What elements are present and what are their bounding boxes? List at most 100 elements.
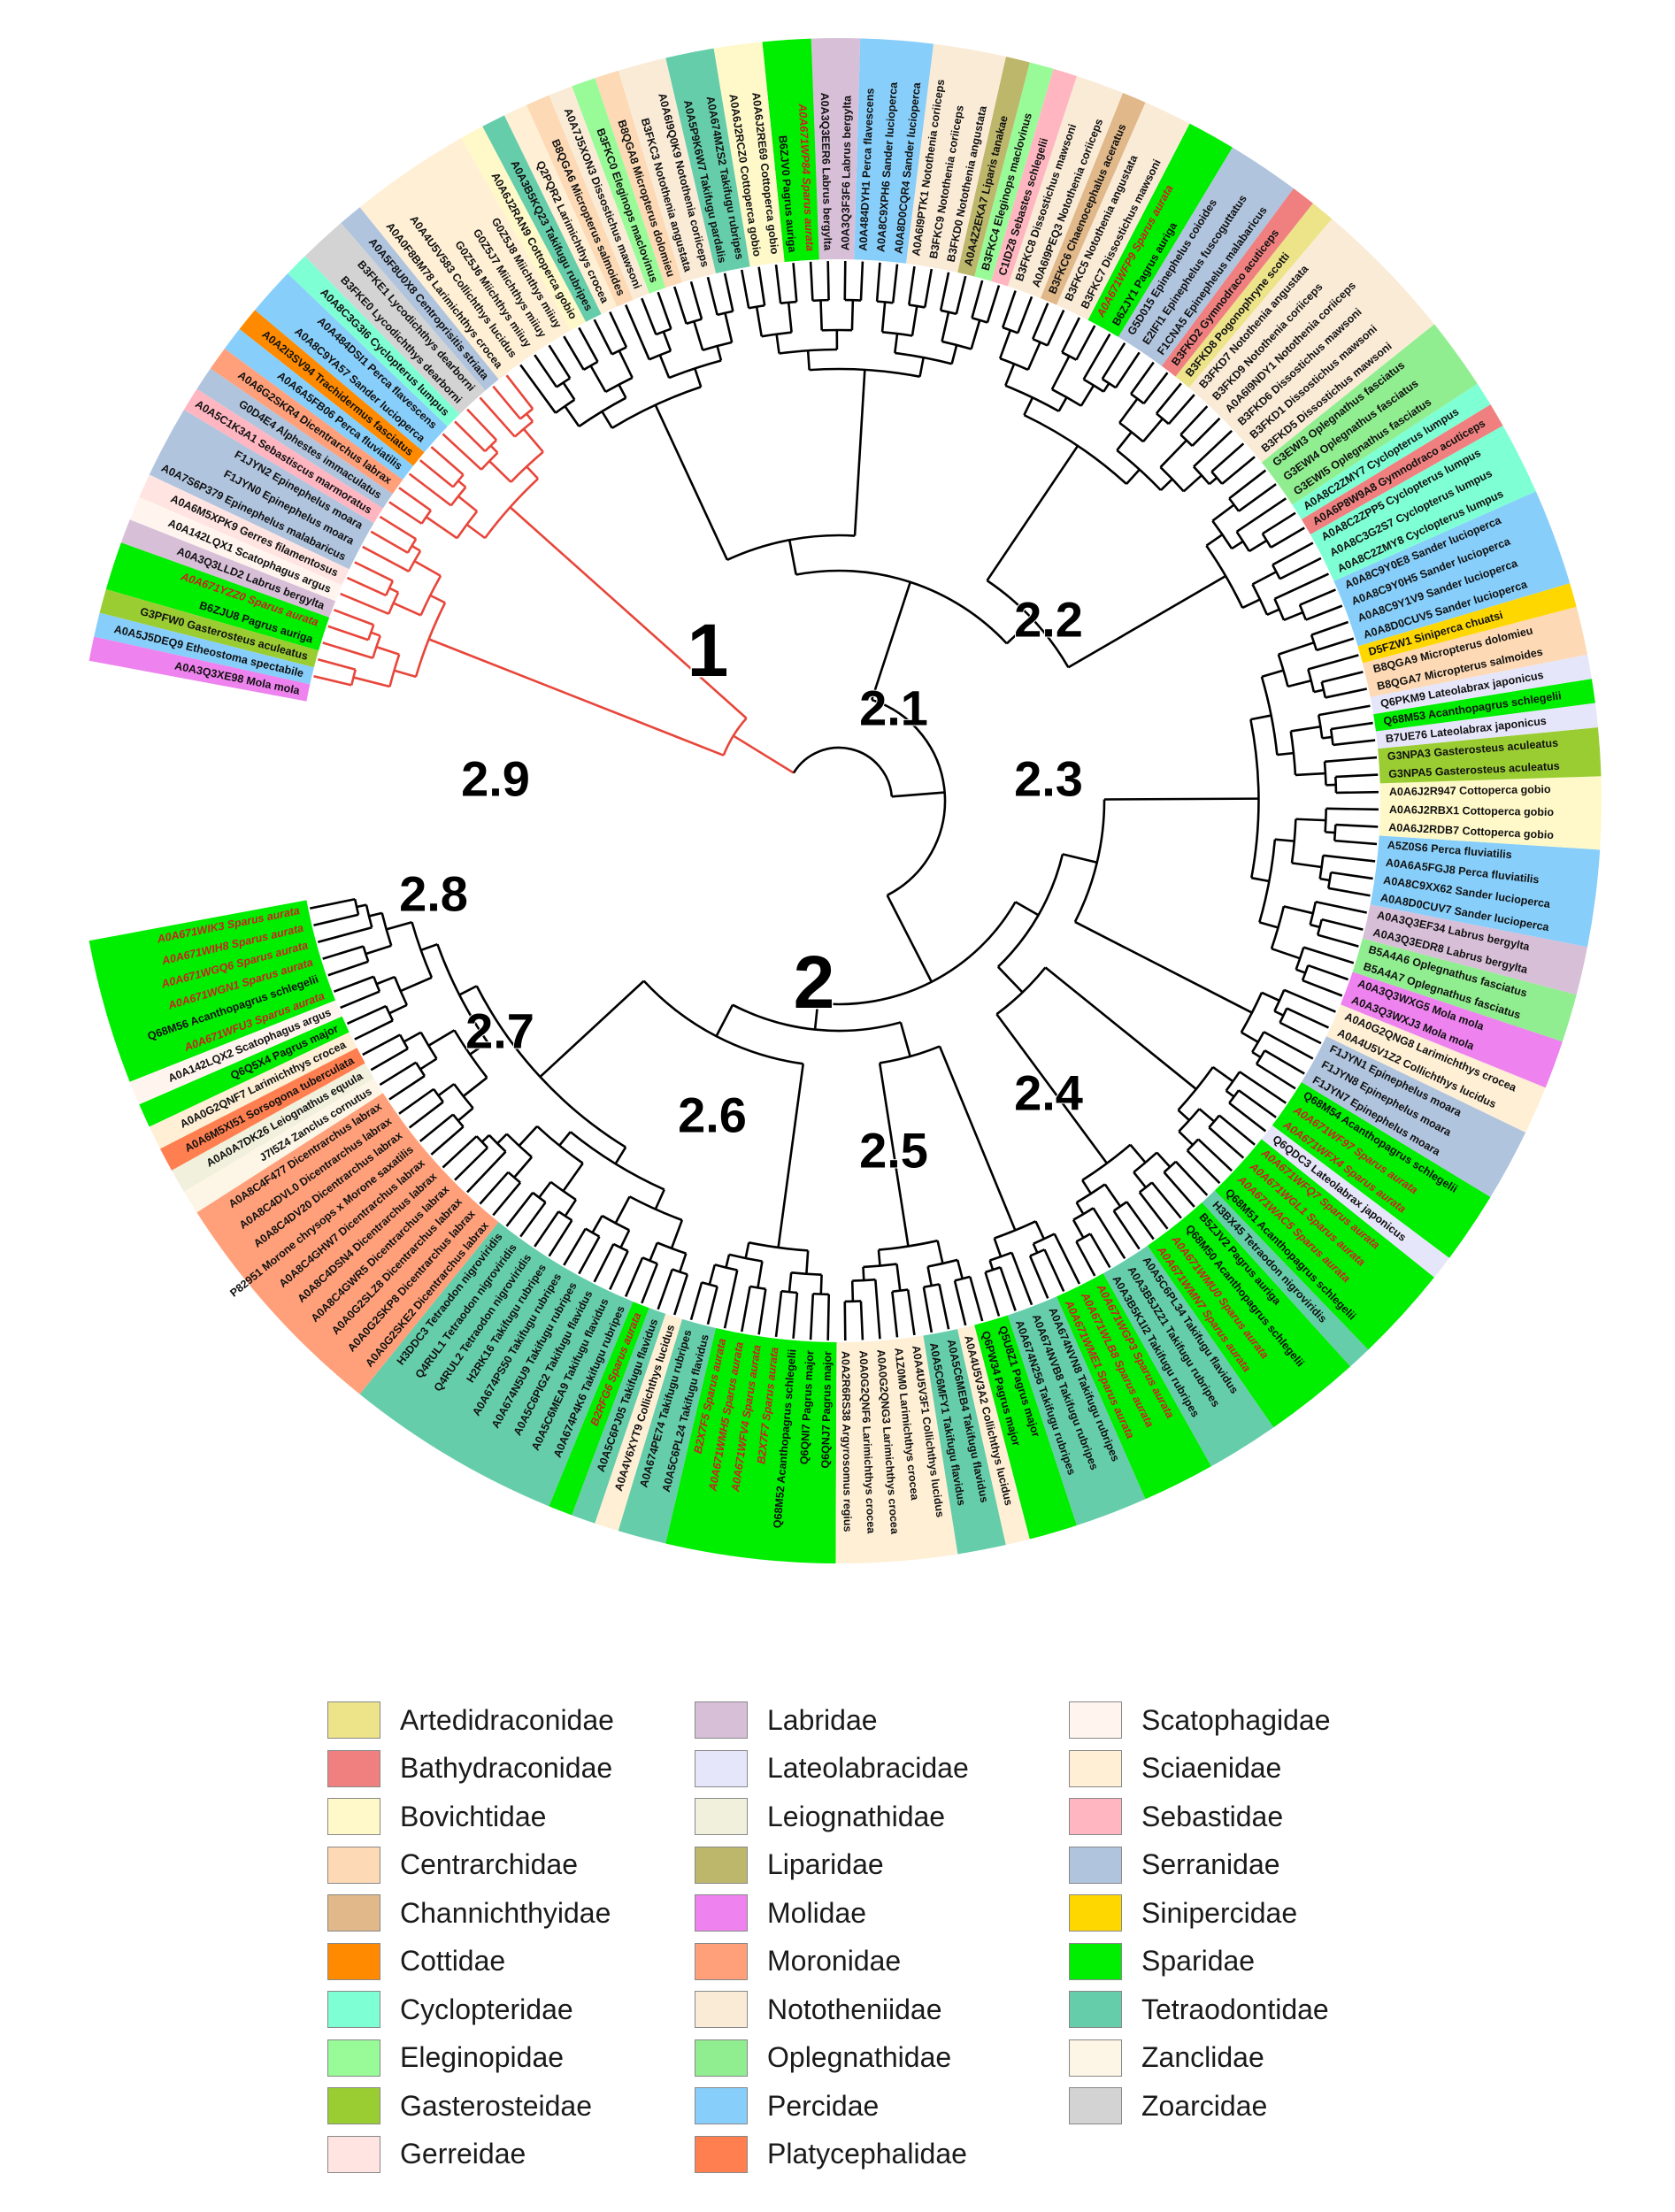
branch-line (986, 285, 1001, 323)
branch-line (970, 319, 981, 349)
legend-item: Serranidae (1069, 1844, 1441, 1886)
branch-line (1271, 947, 1301, 960)
branch-arc (702, 341, 733, 351)
branch-arc (1139, 1181, 1153, 1194)
legend-swatch (695, 1798, 748, 1835)
family-band (905, 43, 1006, 273)
branch-line (1295, 818, 1326, 822)
branch-line (624, 1256, 644, 1297)
branch-line (458, 985, 478, 996)
family-band (341, 207, 499, 391)
branch-line (1075, 1240, 1096, 1277)
branch-arc (877, 300, 894, 304)
branch-line (1310, 620, 1349, 636)
branch-line (538, 1181, 552, 1199)
branch-line (466, 408, 498, 442)
branch-line (1043, 1248, 1065, 1293)
branch-line (1283, 988, 1336, 1013)
branch-line (1026, 342, 1041, 371)
branch-line (706, 276, 718, 316)
branch-line (379, 515, 417, 541)
family-band (1375, 703, 1598, 749)
legend-swatch (327, 2039, 380, 2077)
branch-line (1315, 900, 1368, 914)
branch-line (413, 560, 442, 578)
branch-arc (393, 976, 409, 1006)
family-band (1056, 1273, 1211, 1500)
branch-line (1251, 876, 1270, 883)
branch-line (1307, 964, 1349, 981)
branch-line (1295, 968, 1306, 974)
branch-line (1174, 1160, 1209, 1196)
branch-line (1323, 854, 1376, 863)
family-band (94, 612, 314, 685)
family-band (1301, 404, 1503, 534)
legend-label: Centrarchidae (400, 1848, 578, 1880)
branch-line (1261, 669, 1284, 679)
branch-line (1328, 887, 1371, 897)
legend-label: Platycephalidae (767, 2138, 967, 2170)
branch-arc (388, 591, 400, 615)
branch-line (400, 976, 433, 993)
leaf-label: Q6QNI7 Pagrus major (798, 1350, 817, 1465)
branch-arc (852, 1278, 876, 1282)
branch-line (465, 523, 486, 540)
branch-line (906, 1289, 916, 1336)
branch-line (1290, 725, 1321, 733)
branch-line (819, 300, 824, 331)
branch-line (548, 344, 572, 380)
branch-line (362, 1033, 401, 1056)
branch-line (1177, 1109, 1190, 1122)
leaf-label: A0A3Q3F3F6 Labrus bergylta (839, 95, 853, 250)
branch-line (757, 1261, 764, 1288)
branch-line (922, 1286, 934, 1333)
family-band (1147, 1202, 1351, 1428)
branch-arc (1163, 1160, 1177, 1173)
branch-arc (791, 1271, 822, 1276)
legend-label: Leiognathidae (767, 1800, 946, 1832)
legend-label: Eleginopidae (400, 2041, 565, 2073)
legend-label: Labridae (767, 1703, 878, 1736)
legend-swatch (695, 1749, 748, 1787)
legend-label: Molidae (767, 1896, 867, 1929)
branch-line (313, 913, 359, 927)
branch-line (1211, 503, 1235, 522)
branch-line (813, 1002, 819, 1030)
family-band (99, 588, 319, 668)
branch-line (673, 1273, 689, 1316)
legend-item: Lateolabracidae (695, 1747, 1066, 1790)
branch-line (850, 1280, 855, 1302)
branch-line (394, 669, 417, 679)
branch-arc (414, 602, 447, 678)
legend-swatch (327, 1894, 380, 1932)
legend-label: Zanclidae (1141, 2041, 1264, 2073)
legend-swatch (1069, 1942, 1122, 1980)
branch-line (1150, 1181, 1182, 1219)
branch-line (317, 657, 357, 672)
branch-line (388, 587, 399, 594)
family-band (1357, 583, 1577, 664)
branch-line (1130, 361, 1155, 395)
branch-line (430, 1125, 465, 1156)
branch-arc (1273, 989, 1286, 1012)
leaf-label: A0A6J2RBX1 Cottoperca gobio (1389, 803, 1555, 818)
branch-line (1218, 1114, 1256, 1146)
family-band (105, 542, 330, 651)
branch-line (809, 261, 814, 301)
branch-line (354, 561, 394, 582)
branch-line (986, 445, 1080, 581)
legend-label: Sciaenidae (1141, 1752, 1282, 1784)
branch-line (379, 1061, 417, 1087)
branch-arc (844, 298, 862, 302)
branch-line (388, 1003, 408, 1015)
branch-line (393, 602, 422, 617)
branch-arc (997, 854, 1064, 968)
branch-line (1053, 1233, 1081, 1285)
branch-line (819, 1274, 823, 1294)
family-band (1301, 1036, 1526, 1197)
branch-line (1321, 918, 1364, 931)
tree-branches (309, 261, 1379, 1340)
branch-line (1250, 714, 1272, 721)
branch-line (354, 1019, 394, 1041)
branch-line (1141, 418, 1164, 442)
